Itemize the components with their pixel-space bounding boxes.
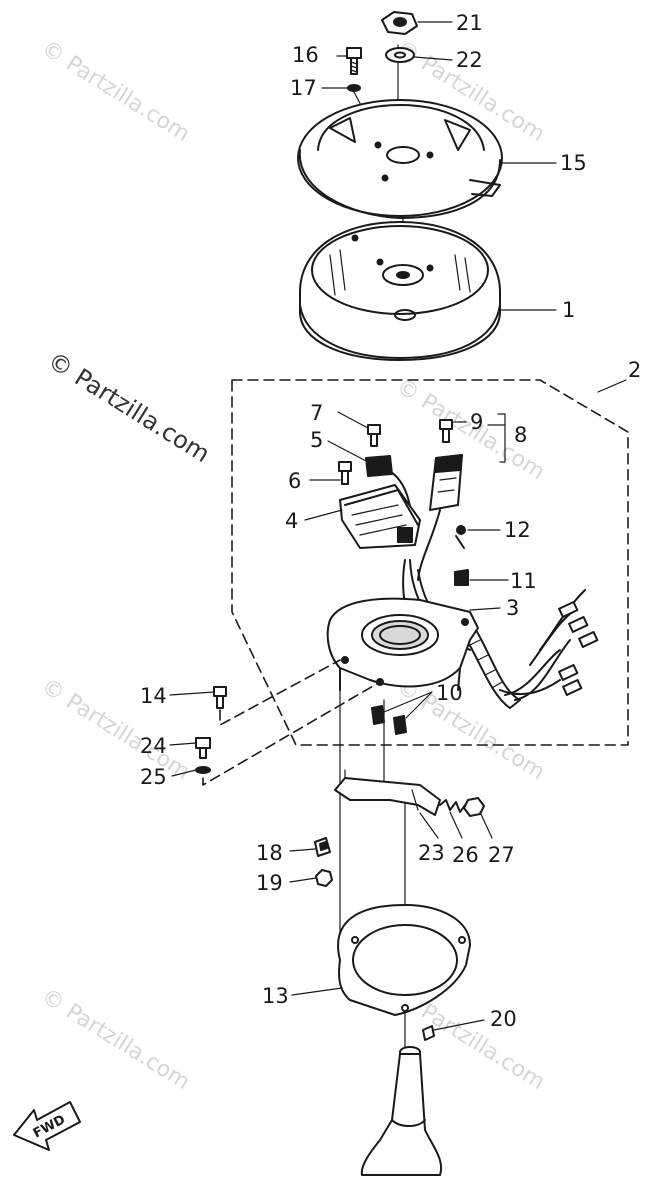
watermark-text-dark: © Partzilla.com [43, 346, 215, 468]
charge-coil-part-8 [417, 454, 463, 581]
callout-15: 15 [560, 151, 587, 175]
callout-6: 6 [288, 469, 301, 493]
callout-23: 23 [418, 841, 445, 865]
screw-part-9 [439, 419, 453, 443]
callout-25: 25 [140, 765, 167, 789]
callout-17: 17 [290, 76, 317, 100]
clip-part-18 [314, 837, 331, 857]
callout-26: 26 [452, 843, 479, 867]
callout-8: 8 [514, 423, 527, 447]
watermark-text: © Partzilla.com [37, 984, 194, 1095]
nut-part-27 [463, 797, 485, 817]
callout-18: 18 [256, 841, 283, 865]
callout-4: 4 [285, 509, 298, 533]
callout-24: 24 [140, 734, 167, 758]
callout-10: 10 [436, 681, 463, 705]
callout-numbers: 21 16 22 17 15 1 2 7 9 8 5 6 4 12 11 3 1… [140, 11, 641, 1031]
callout-2: 2 [628, 358, 641, 382]
nut-part-19 [315, 869, 333, 887]
fwd-direction-marker: FWD [13, 1101, 81, 1151]
callout-1: 1 [562, 298, 575, 322]
screw-part-12 [455, 525, 466, 549]
watermark-text: © Partzilla.com [37, 674, 194, 785]
gasket-part-13 [337, 904, 471, 1016]
callout-7: 7 [310, 401, 323, 425]
key-part-20 [422, 1025, 435, 1041]
pulser-coil-part-4 [339, 484, 421, 549]
callout-13: 13 [262, 984, 289, 1008]
spring-part-26 [439, 799, 467, 813]
washer-part-25 [195, 681, 381, 786]
arrow-left-icon [13, 1101, 81, 1151]
callout-3: 3 [506, 596, 519, 620]
nut-part-21 [381, 11, 418, 35]
callout-22: 22 [456, 48, 483, 72]
leader-lines [169, 21, 627, 1031]
callout-5: 5 [310, 428, 323, 452]
callout-9: 9 [470, 410, 483, 434]
clamp-part-11 [454, 569, 469, 586]
screw-part-7 [367, 424, 381, 447]
callout-21: 21 [456, 11, 483, 35]
callout-11: 11 [510, 569, 537, 593]
screw-part-24 [195, 737, 211, 759]
callout-16: 16 [292, 43, 319, 67]
crankshaft-stub [360, 1046, 443, 1176]
subassembly-outline-part-2 [231, 379, 629, 746]
callout-19: 19 [256, 871, 283, 895]
washer-part-22 [385, 47, 415, 63]
base-plate-part-3 [326, 597, 479, 691]
callout-20: 20 [490, 1007, 517, 1031]
callout-14: 14 [140, 684, 167, 708]
link-part-23 [334, 769, 441, 816]
watermark-text: © Partzilla.com [37, 36, 194, 147]
spring-part-10 [371, 705, 407, 735]
flywheel-part-1 [299, 221, 501, 361]
callout-27: 27 [488, 843, 515, 867]
screw-part-14 [213, 659, 341, 726]
stator-plate-part-15 [297, 99, 503, 219]
callout-12: 12 [504, 518, 531, 542]
watermark-text: © Partzilla.com [392, 674, 549, 785]
bolt-part-16 [346, 47, 362, 75]
screw-part-6 [338, 461, 352, 485]
